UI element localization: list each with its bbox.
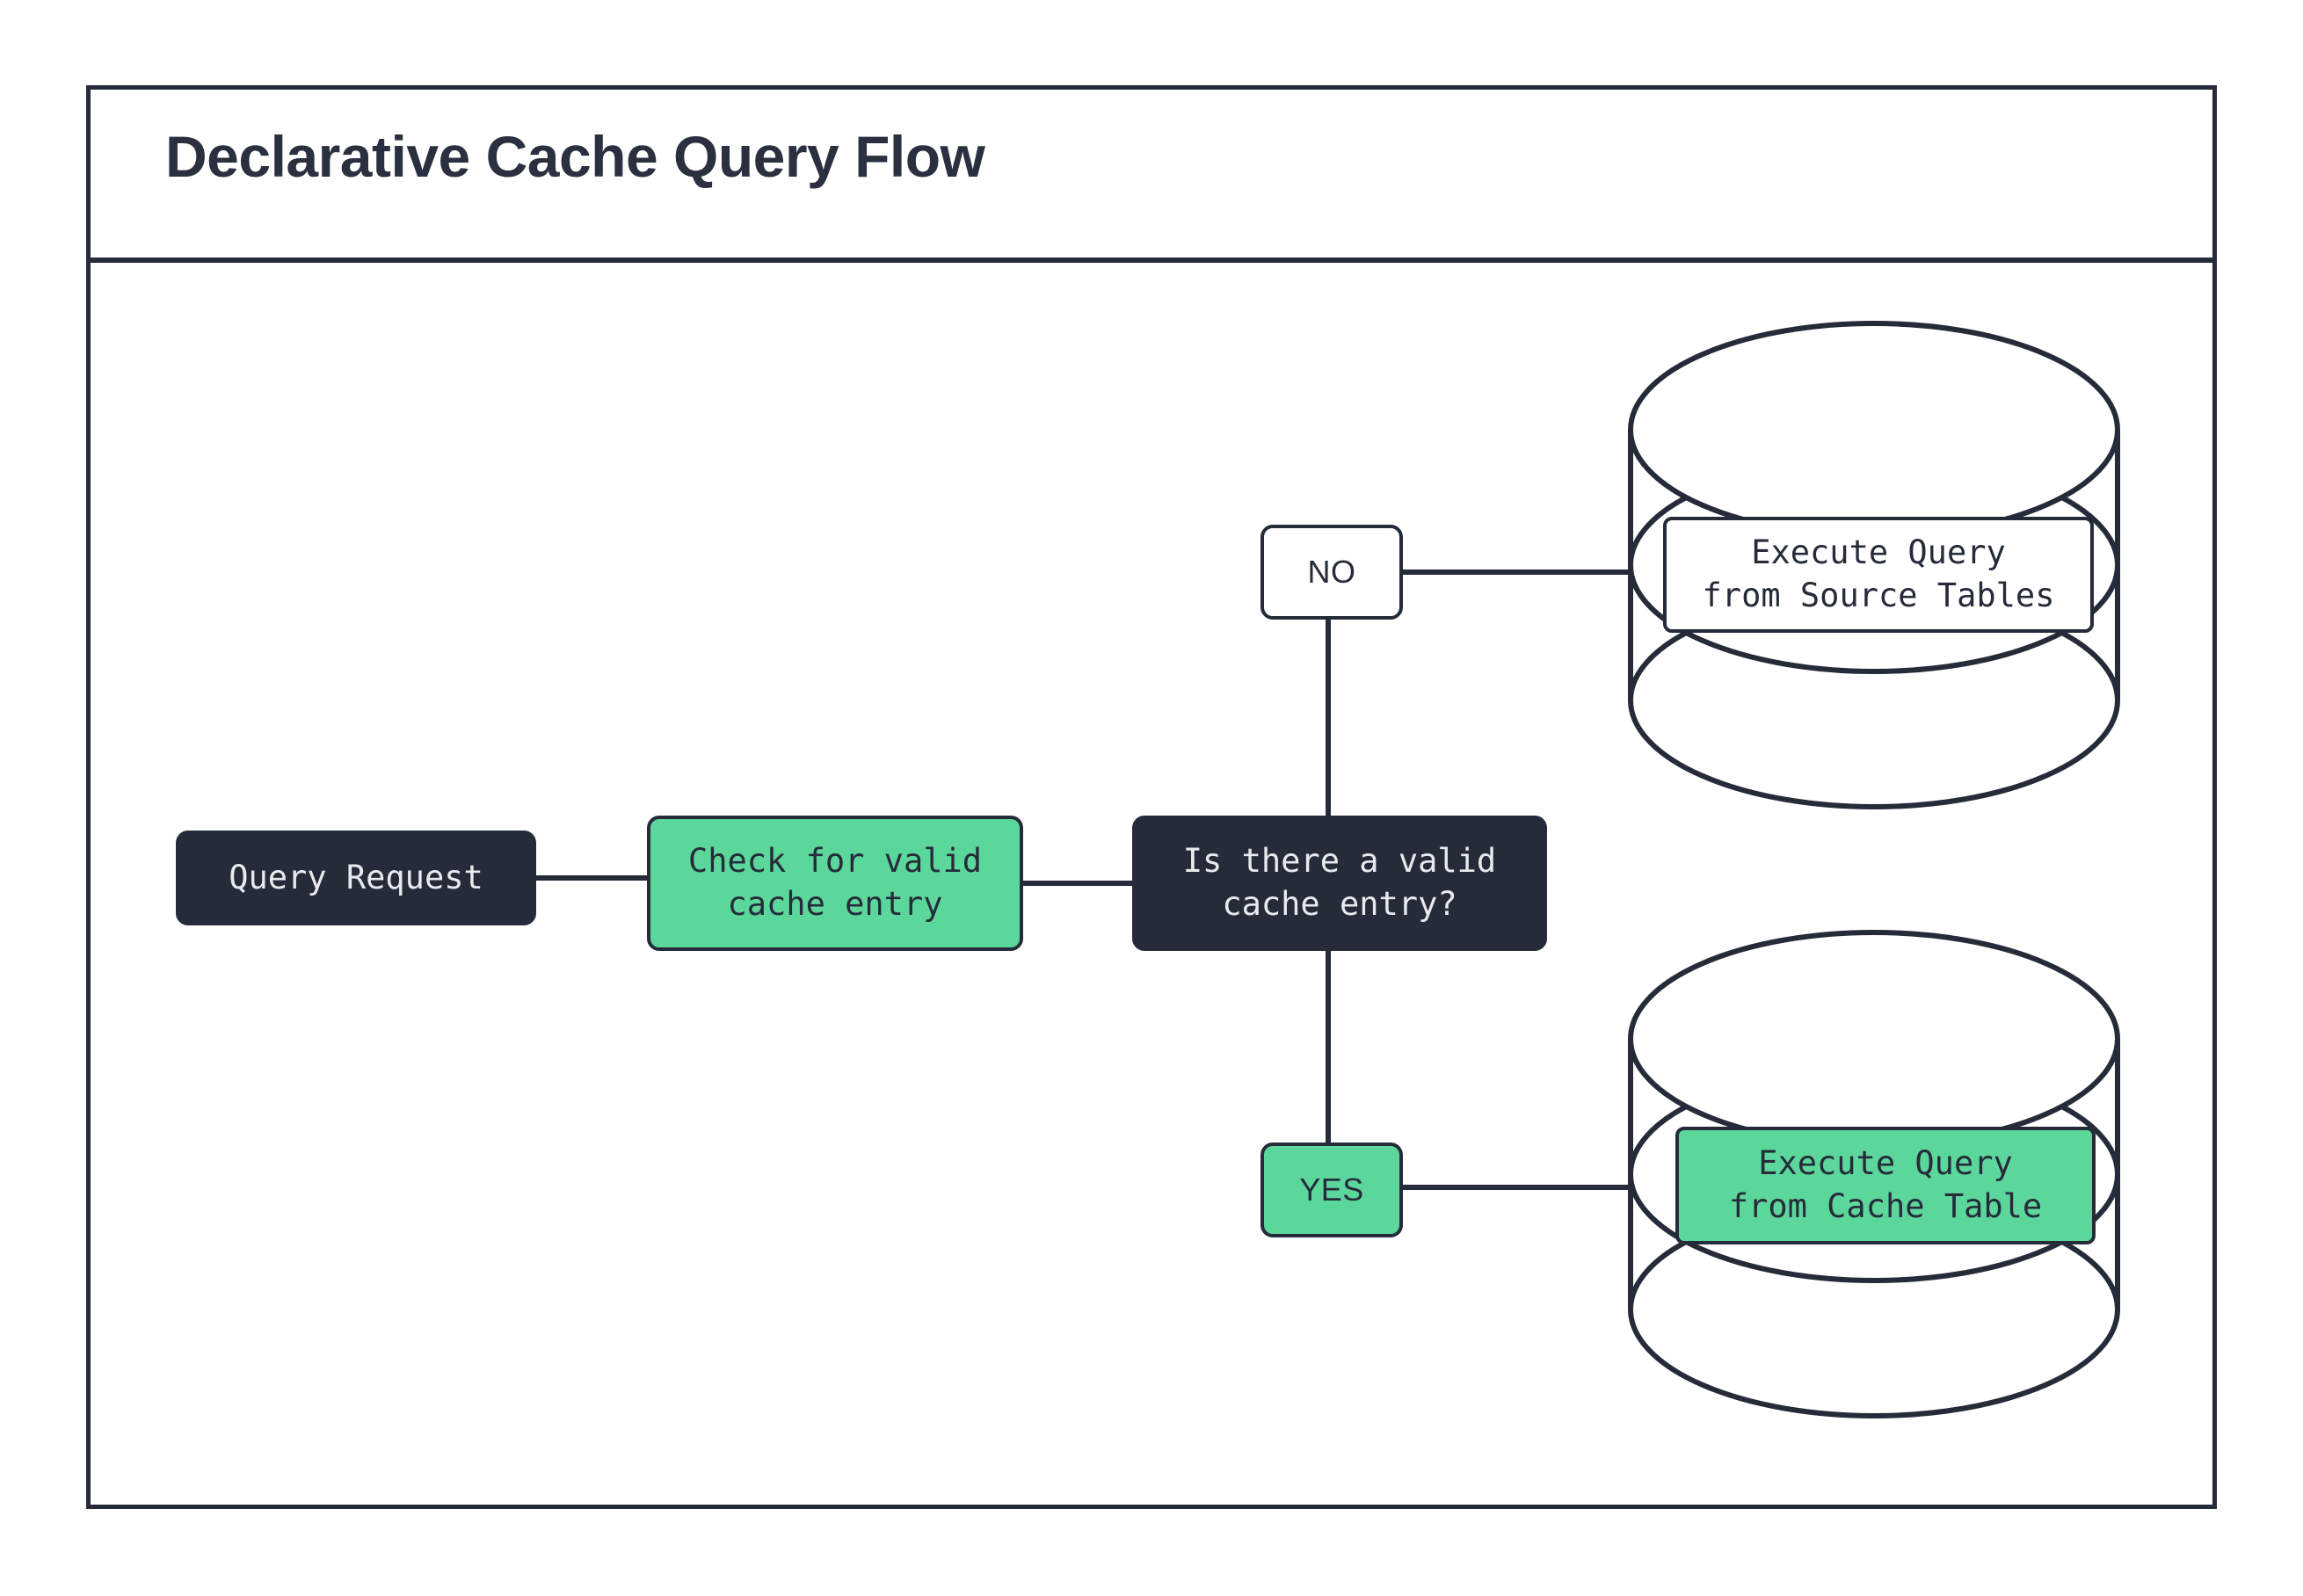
node-query-request[interactable]: Query Request (176, 831, 536, 925)
edge-label-no[interactable]: NO (1260, 525, 1403, 620)
edge-label-yes[interactable]: YES (1260, 1143, 1403, 1237)
node-check-for-valid-cache-entry[interactable]: Check for valid cache entry (647, 816, 1023, 951)
page-title: Declarative Cache Query Flow (165, 124, 985, 189)
execute-query-source-label[interactable]: Execute Query from Source Tables (1663, 517, 2094, 633)
node-is-there-a-valid-cache-entry[interactable]: Is there a valid cache entry? (1132, 816, 1547, 951)
title-divider (86, 258, 2217, 263)
execute-query-cache-label[interactable]: Execute Query from Cache Table (1675, 1127, 2096, 1244)
